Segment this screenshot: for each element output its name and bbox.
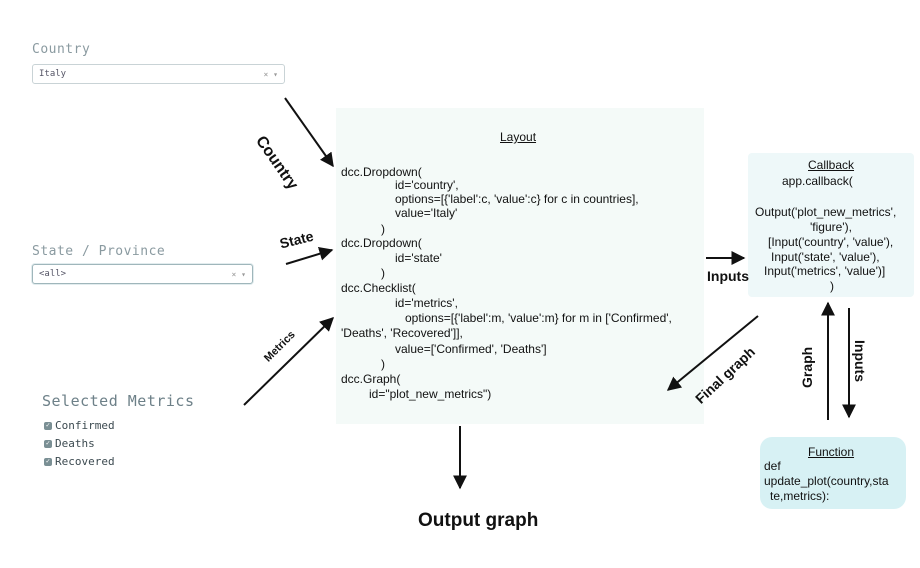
callback-code-line: Input('metrics', 'value')] — [764, 264, 886, 278]
callback-code-line: [Input('country', 'value'), — [768, 235, 894, 249]
layout-code-line: dcc.Dropdown( — [341, 165, 422, 179]
callback-code-line: 'figure'), — [810, 220, 852, 234]
checkbox-label: Deaths — [55, 437, 95, 450]
layout-code-line: options=[{'label':m, 'value':m} for m in… — [405, 311, 672, 325]
layout-code-line: id='country', — [395, 178, 459, 192]
function-code-line: te,metrics): — [770, 489, 830, 503]
country-dropdown-value: Italy — [39, 69, 67, 79]
layout-code-line: dcc.Checklist( — [341, 281, 416, 295]
layout-code-line: ) — [381, 222, 385, 236]
layout-code-line: dcc.Graph( — [341, 372, 401, 386]
callback-code-line: Output('plot_new_metrics', — [755, 205, 897, 219]
metrics-arrow — [243, 317, 335, 406]
state-arrow — [285, 246, 334, 265]
final-graph-arrow — [666, 315, 759, 391]
dropdown-controls-icon: × ▾ — [263, 69, 278, 79]
layout-code-line: dcc.Dropdown( — [341, 236, 422, 250]
callback-code-line: ) — [830, 279, 834, 293]
layout-code-line: value='Italy' — [395, 206, 458, 220]
callback-code-line: Input('state', 'value'), — [771, 250, 880, 264]
checkbox-confirmed[interactable]: ✓ Confirmed — [44, 419, 115, 432]
checkmark-icon: ✓ — [44, 457, 52, 466]
function-title: Function — [808, 445, 855, 459]
country-label: Country — [32, 42, 91, 57]
output-graph-label: Output graph — [418, 510, 539, 531]
checkbox-label: Confirmed — [55, 419, 115, 432]
country-arrow — [284, 97, 334, 168]
state-dropdown-value: <all> — [39, 269, 67, 279]
layout-title: Layout — [500, 130, 537, 144]
layout-code-line: ) — [381, 357, 385, 371]
checkbox-recovered[interactable]: ✓ Recovered — [44, 455, 115, 468]
layout-code-line: options=[{'label':c, 'value':c} for c in… — [395, 192, 639, 206]
callback-code-line: app.callback( — [782, 174, 853, 188]
layout-panel: Layout dcc.Dropdown( id='country', optio… — [336, 108, 704, 424]
layout-code-line: value=['Confirmed', 'Deaths'] — [395, 342, 547, 356]
edge-label-graph: Graph — [799, 346, 815, 388]
selected-metrics-title: Selected Metrics — [42, 392, 195, 410]
layout-code-line: id='state' — [395, 251, 442, 265]
edge-label-inputs-down: Inputs — [852, 340, 868, 382]
state-label: State / Province — [32, 244, 166, 259]
layout-code-line: id='metrics', — [395, 296, 458, 310]
layout-code-line: id="plot_new_metrics") — [369, 387, 492, 401]
function-code-line: def — [764, 459, 781, 473]
checkmark-icon: ✓ — [44, 439, 52, 448]
country-dropdown[interactable]: Italy × ▾ — [32, 64, 285, 84]
layout-code-line: 'Deaths', 'Recovered']], — [341, 326, 463, 340]
checkmark-icon: ✓ — [44, 421, 52, 430]
checkbox-deaths[interactable]: ✓ Deaths — [44, 437, 95, 450]
dropdown-controls-icon: × ▾ — [231, 269, 246, 279]
state-dropdown[interactable]: <all> × ▾ — [32, 264, 253, 284]
edge-label-inputs-right: Inputs — [707, 268, 749, 284]
callback-title: Callback — [808, 158, 855, 172]
callback-panel: Callback app.callback( Output('plot_new_… — [748, 153, 914, 297]
function-panel: Function def update_plot(country,sta te,… — [760, 437, 906, 509]
checkbox-label: Recovered — [55, 455, 115, 468]
function-code-line: update_plot(country,sta — [764, 474, 889, 488]
layout-code-line: ) — [381, 266, 385, 280]
